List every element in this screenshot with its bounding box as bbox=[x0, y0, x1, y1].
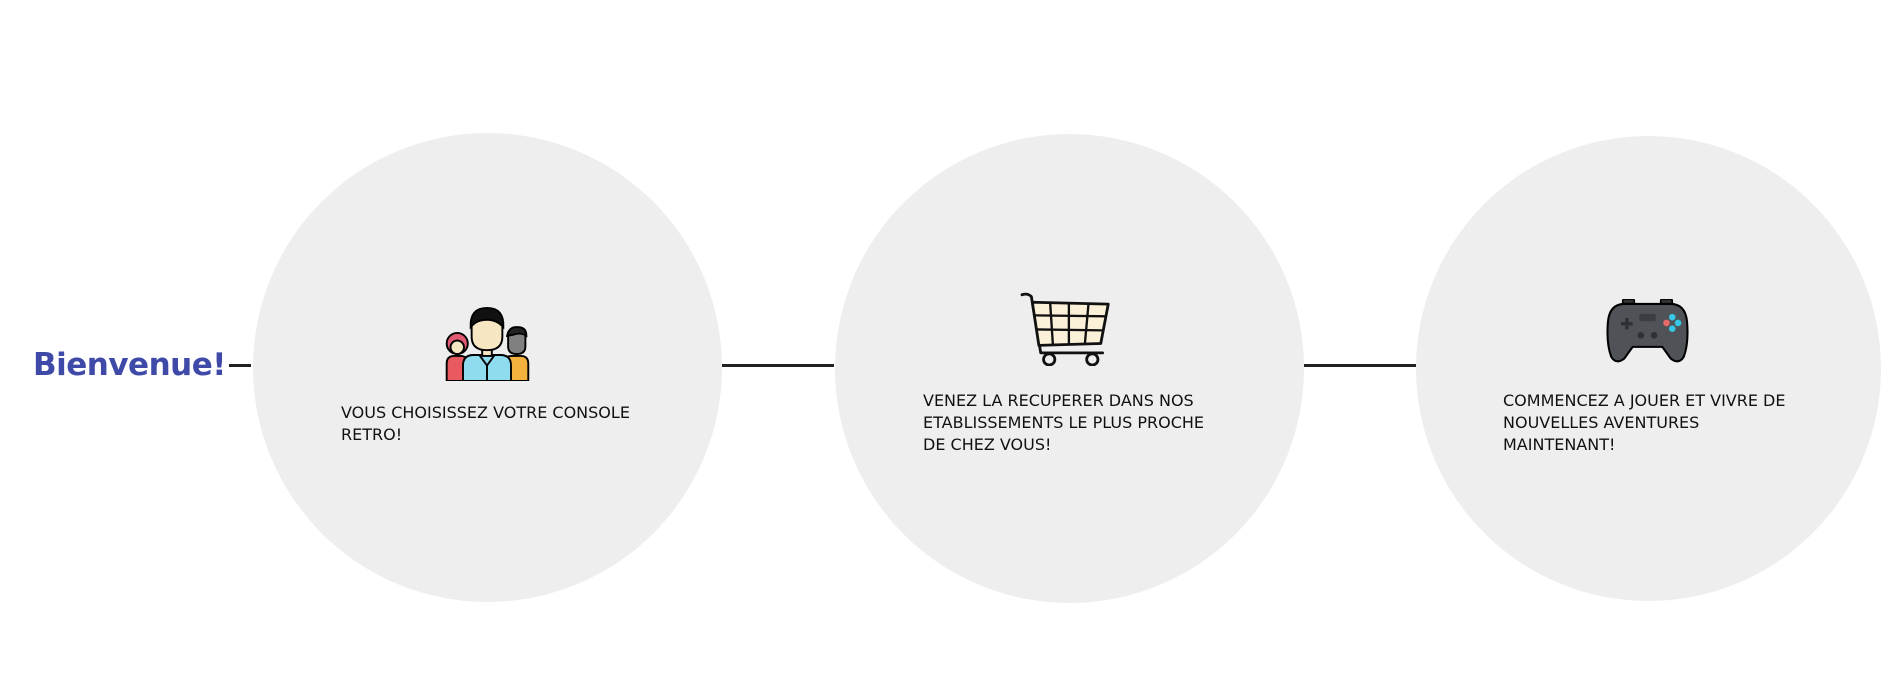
group-of-people-icon bbox=[445, 306, 530, 381]
step-circle-pick-up: VENEZ LA RECUPERER DANS NOS ETABLISSEMEN… bbox=[835, 134, 1304, 603]
welcome-heading: Bienvenue! bbox=[33, 347, 226, 383]
step-circle-start-playing: COMMENCEZ A JOUER ET VIVRE DE NOUVELLES … bbox=[1416, 136, 1881, 601]
shopping-cart-icon bbox=[1020, 292, 1110, 366]
connector-line-2-3 bbox=[1304, 364, 1416, 367]
connector-line-start bbox=[229, 364, 251, 367]
step-text-pick-up: VENEZ LA RECUPERER DANS NOS ETABLISSEMEN… bbox=[923, 391, 1205, 454]
step-text-start-playing: COMMENCEZ A JOUER ET VIVRE DE NOUVELLES … bbox=[1503, 391, 1786, 454]
step-circle-choose-console: VOUS CHOISISSEZ VOTRE CONSOLE RETRO! bbox=[253, 133, 722, 602]
game-controller-icon bbox=[1606, 299, 1689, 363]
step-text-choose-console: VOUS CHOISISSEZ VOTRE CONSOLE RETRO! bbox=[341, 403, 630, 444]
connector-line-1-2 bbox=[722, 364, 834, 367]
